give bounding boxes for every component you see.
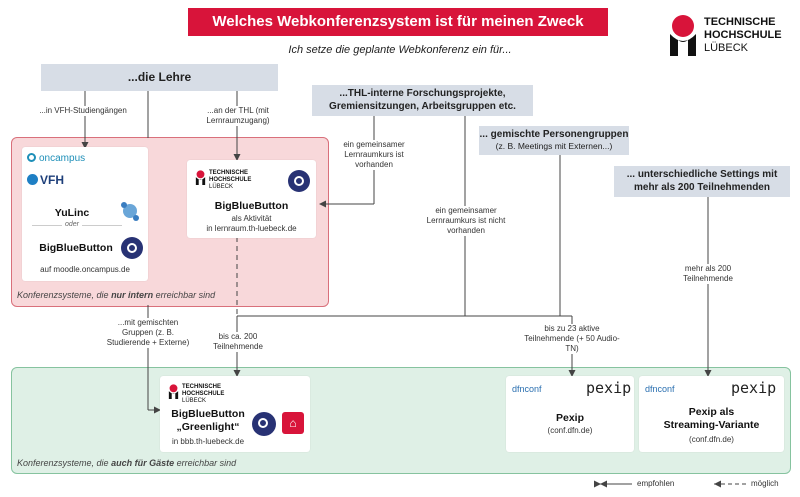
mini-logo: TECHNISCHE HOCHSCHULE LÜBECK <box>182 384 224 405</box>
purpose-gemischt-title: ... gemischte Personengruppen <box>479 129 629 140</box>
greenlight-sub: in bbb.th-luebeck.de <box>171 437 245 446</box>
pexip-sub: (conf.dfn.de) <box>547 426 593 435</box>
zone-intern-pre: Konferenzsysteme, die <box>17 290 112 300</box>
zone-intern-em: nur intern <box>111 290 154 300</box>
card-pexip-streaming[interactable]: dfnconf pexip Pexip als Streaming-Varian… <box>639 376 784 452</box>
subtitle: Ich setze die geplante Webkonferenz ein … <box>288 44 512 56</box>
annotation-bis23: bis zu 23 aktive Teilnehmende (+ 50 Audi… <box>524 324 620 354</box>
annotation-lernraum-no: ein gemeinsamer Lernraumkurs ist nicht v… <box>420 206 512 236</box>
mini-logo-line3: LÜBECK <box>209 184 234 190</box>
bbb-icon <box>252 412 276 436</box>
bbb-icon <box>121 237 143 259</box>
oncampus-bbb-title: BigBlueButton <box>39 242 113 254</box>
legend-moeglich: möglich <box>751 479 779 488</box>
oncampus-icon <box>27 153 36 162</box>
purpose-lehre: ...die Lehre <box>41 64 278 91</box>
zone-gaeste-post: erreichbar sind <box>174 458 237 468</box>
oncampus-where: auf moodle.oncampus.de <box>40 265 130 274</box>
bbb-icon <box>288 170 310 192</box>
pexip-logo: pexip <box>731 379 777 397</box>
oncampus-logo: oncampus <box>27 153 85 164</box>
mini-logo-line1: TECHNISCHE <box>182 384 222 390</box>
purpose-gemischt: ... gemischte Personengruppen (z. B. Mee… <box>479 126 629 155</box>
logo-line3: LÜBECK <box>704 42 749 54</box>
annotation-gemischte-gruppen: ...mit gemischten Gruppen (z. B. Studier… <box>106 318 190 348</box>
annotation-mehr200: mehr als 200 Teilnehmende <box>668 264 748 284</box>
thl-logo-icon <box>195 170 206 185</box>
pexip-title: Pexip <box>555 412 584 424</box>
annotation-lernraum-yes: ein gemeinsamer Lernraumkurs ist vorhand… <box>334 140 414 170</box>
zone-intern-label: Konferenzsysteme, die nur intern erreich… <box>17 290 215 300</box>
oder-label: oder <box>62 221 83 228</box>
yulinc-icon <box>121 202 139 221</box>
thl-logo: TECHNISCHE HOCHSCHULE LÜBECK <box>668 12 793 60</box>
zone-gaeste-pre: Konferenzsysteme, die <box>17 458 112 468</box>
mini-logo-line1: TECHNISCHE <box>209 170 249 176</box>
oncampus-label: oncampus <box>39 153 86 164</box>
yulinc-label: YuLinc <box>54 207 90 219</box>
mini-logo-line2: HOCHSCHULE <box>209 177 252 183</box>
bbb-lernraum-title: BigBlueButton <box>214 200 289 212</box>
card-pexip[interactable]: dfnconf pexip Pexip (conf.dfn.de) <box>506 376 634 452</box>
annotation-thl: ...an der THL (mit Lernraumzugang) <box>190 106 286 126</box>
annotation-bis200: bis ca. 200 Teilnehmende <box>198 332 278 352</box>
vfh-logo: VFH <box>27 173 64 187</box>
card-oncampus[interactable]: oncampus VFH YuLinc oder BigBlueButton a… <box>22 147 148 281</box>
card-bbb-lernraum[interactable]: TECHNISCHE HOCHSCHULE LÜBECK BigBlueButt… <box>187 160 316 238</box>
logo-line2: HOCHSCHULE <box>704 29 782 41</box>
logo-line1: TECHNISCHE <box>704 16 776 28</box>
greenlight-title2: „Greenlight“ <box>176 421 240 433</box>
card-greenlight[interactable]: TECHNISCHE HOCHSCHULE LÜBECK BigBlueButt… <box>160 376 310 452</box>
pexip-stream-title2: Streaming-Variante <box>663 419 760 431</box>
dfnconf-logo: dfnconf <box>645 384 675 394</box>
vfh-icon <box>27 174 38 185</box>
greenlight-title1: BigBlueButton <box>171 408 245 420</box>
mini-logo-line2: HOCHSCHULE <box>182 391 225 397</box>
dfnconf-logo: dfnconf <box>512 384 542 394</box>
bbb-lernraum-sub2: in lernraum.th-luebeck.de <box>206 224 297 233</box>
legend-empfohlen: empfohlen <box>637 479 675 488</box>
zone-gaeste-em: auch für Gäste <box>111 458 175 468</box>
vfh-label: VFH <box>40 173 64 187</box>
page-title: Welches Webkonferenzsystem ist für meine… <box>188 8 608 58</box>
purpose-gemischt-sub: (z. B. Meetings mit Externen...) <box>495 141 613 151</box>
purpose-settings: ... unterschiedliche Settings mit mehr a… <box>614 166 790 197</box>
pexip-stream-title1: Pexip als <box>688 406 735 418</box>
pexip-logo: pexip <box>586 379 632 397</box>
mini-logo: TECHNISCHE HOCHSCHULE LÜBECK <box>209 170 251 191</box>
thl-logo-icon <box>168 384 179 399</box>
purpose-intern: ...THL-interne Forschungsprojekte, Gremi… <box>312 85 533 116</box>
thl-logo-icon <box>670 15 696 56</box>
zone-intern-post: erreichbar sind <box>153 290 216 300</box>
annotation-vfh: ...in VFH-Studiengängen <box>38 106 128 116</box>
zone-gaeste-label: Konferenzsysteme, die auch für Gäste err… <box>17 458 236 468</box>
home-icon: ⌂ <box>282 412 304 434</box>
bbb-lernraum-sub1: als Aktivität <box>231 214 272 223</box>
mini-logo-line3: LÜBECK <box>182 398 207 404</box>
pexip-stream-sub: (conf.dfn.de) <box>689 435 734 444</box>
